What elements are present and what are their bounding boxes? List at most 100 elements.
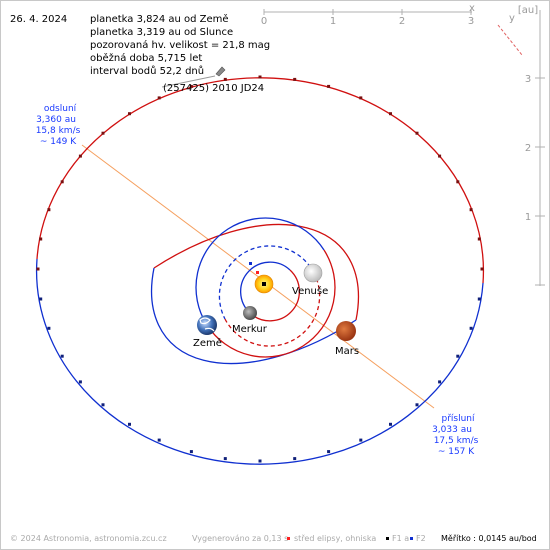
mars-label: Mars xyxy=(335,346,359,357)
y-tick-label-1: 1 xyxy=(525,212,531,223)
earth-clouds xyxy=(199,317,215,332)
orbit-point xyxy=(389,112,392,116)
orbit-point xyxy=(480,267,484,271)
earth-orbit-blue xyxy=(195,217,325,326)
footer-scale: Měřítko : 0,0145 au/bod xyxy=(441,534,537,543)
orbit-point xyxy=(327,84,331,88)
x-tick-label-1: 1 xyxy=(330,16,336,27)
mercury xyxy=(243,306,257,320)
asteroid-marker xyxy=(215,66,226,77)
orbit-point xyxy=(258,75,262,79)
orbit-point xyxy=(477,297,481,301)
perihelion-temp: ~ 157 K xyxy=(438,447,475,457)
orbit-point xyxy=(389,422,392,426)
info-line-5: interval bodů 52,2 dnů xyxy=(90,65,204,77)
orbit-point xyxy=(415,403,419,407)
orbit-point xyxy=(78,380,82,384)
mars xyxy=(336,321,356,341)
mars-orbit-blue xyxy=(150,267,357,365)
venus-orbit xyxy=(218,245,321,347)
orbit-point xyxy=(189,84,193,88)
orbit-point xyxy=(293,77,297,81)
footer-legend-center: střed elipsy, ohniska xyxy=(294,534,376,543)
x-tick-label-2: 2 xyxy=(399,16,405,27)
y-axis-name: y xyxy=(509,13,515,24)
object-pointer-line xyxy=(161,75,216,88)
orbit-point xyxy=(157,438,161,442)
orbit-point xyxy=(456,354,460,358)
perihelion-distance: 3,033 au xyxy=(432,425,472,435)
orbit-point xyxy=(39,297,43,301)
orbit-point xyxy=(189,450,193,454)
perihelion-speed: 17,5 km/s xyxy=(434,436,479,446)
orbit-point xyxy=(359,438,363,442)
orbit-point xyxy=(47,208,51,212)
asteroid-orbit-points xyxy=(36,75,484,463)
earth-orbit xyxy=(195,217,336,358)
legend-f1-marker xyxy=(386,537,389,540)
aphelion-temp: ~ 149 K xyxy=(40,137,77,147)
venus-orbit-red xyxy=(224,272,321,347)
orbit-point xyxy=(47,326,51,330)
info-line-3: pozorovaná hv. velikost = 21,8 mag xyxy=(90,39,270,51)
orbit-point xyxy=(223,77,227,81)
orbit-point xyxy=(60,180,64,184)
orbit-point xyxy=(258,459,262,463)
aphelion-title: odsluní xyxy=(44,104,77,114)
x-tick-label-0: 0 xyxy=(261,16,267,27)
footer-f2: F2 xyxy=(416,534,426,543)
orbit-point xyxy=(78,154,82,158)
sun-focus-marker xyxy=(262,282,266,286)
axis-unit: [au] xyxy=(518,5,538,16)
venus-label: Venuše xyxy=(292,285,328,297)
asteroid-orbit-blue xyxy=(35,258,484,465)
y-tick-label-3: 3 xyxy=(525,74,531,85)
legend-center-marker xyxy=(287,537,290,540)
x-axis-name: x xyxy=(469,3,475,14)
direction-line xyxy=(497,24,523,56)
earth xyxy=(197,315,217,335)
orbit-point xyxy=(60,354,64,358)
venus xyxy=(303,263,323,283)
orbit-point xyxy=(469,208,473,212)
info-line-1: planetka 3,824 au od Země xyxy=(90,13,229,25)
date-label: 26. 4. 2024 xyxy=(10,14,67,25)
legend-f2-marker xyxy=(410,537,413,540)
y-tick-label-2: 2 xyxy=(525,143,531,154)
perihelion-title: přísluní xyxy=(441,414,475,424)
orbit-point xyxy=(128,422,131,426)
x-tick-label-3: 3 xyxy=(468,16,474,27)
ellipse-center-marker xyxy=(256,271,259,274)
orbit-point xyxy=(415,131,419,135)
orbit-point xyxy=(101,131,105,135)
aphelion-distance: 3,360 au xyxy=(36,115,76,125)
asteroid-orbit-red xyxy=(36,77,485,284)
venus-orbit-blue xyxy=(218,245,315,320)
orbit-point xyxy=(157,96,161,100)
orbit-point xyxy=(438,380,442,384)
info-line-4: oběžná doba 5,715 let xyxy=(90,52,202,64)
orbit-point xyxy=(359,96,363,100)
footer-f1: F1 a xyxy=(392,534,409,543)
mercury-orbit-blue xyxy=(240,261,291,314)
focus-f2-marker xyxy=(249,262,252,265)
mars-orbit-red xyxy=(153,223,360,321)
mars-orbit xyxy=(150,223,360,365)
apsis-line xyxy=(81,144,435,409)
orbit-point xyxy=(101,403,105,407)
orbit-point xyxy=(128,112,131,116)
axes xyxy=(263,9,545,286)
orbit-point xyxy=(36,267,40,271)
mercury-orbit xyxy=(240,261,300,322)
aphelion-speed: 15,8 km/s xyxy=(36,126,81,136)
orbit-point xyxy=(469,326,473,330)
earth-label: Země xyxy=(193,337,222,349)
orbit-point xyxy=(223,457,227,461)
asteroid-orbit xyxy=(35,77,485,465)
orbit-point xyxy=(477,237,481,241)
footer-copyright: © 2024 Astronomia, astronomia.zcu.cz xyxy=(10,534,167,543)
footer-generated: Vygenerováno za 0,13 s xyxy=(192,534,288,543)
orbit-point xyxy=(456,180,460,184)
